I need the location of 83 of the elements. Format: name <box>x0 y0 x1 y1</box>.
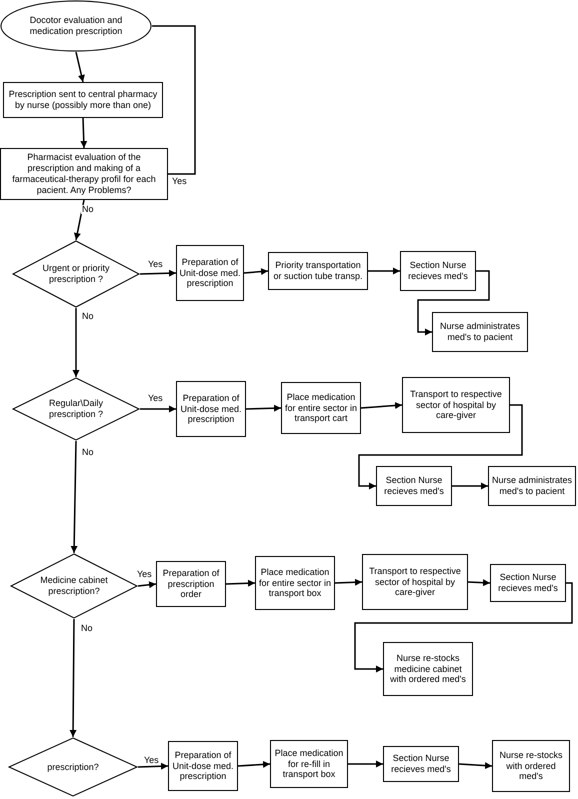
connector-arrow <box>75 52 85 82</box>
process-box <box>176 245 244 301</box>
connector-arrow <box>140 270 176 277</box>
process-box <box>488 466 576 506</box>
process-box <box>492 740 570 792</box>
process-box <box>0 148 168 200</box>
step-text: Priority transportation or suction tube transp. <box>272 260 364 282</box>
process-box <box>168 741 238 791</box>
process-box <box>432 312 528 352</box>
edge-label: No <box>81 205 95 214</box>
connector-arrow <box>452 482 488 490</box>
connector-arrow <box>138 581 156 588</box>
step-text: Section Nurse recieves med's <box>383 475 445 497</box>
step-text: Prescription sent to central pharmacy by nurse (possibly more than one) <box>8 89 158 111</box>
connector-arrow <box>417 270 490 336</box>
connector-arrow <box>72 308 80 377</box>
step-text: Place medication for entire sector in transport cart <box>284 392 358 424</box>
connector-arrow <box>458 762 492 770</box>
step-text: Nurse re-stocks with ordered med's <box>498 750 564 782</box>
edge-label: Yes <box>147 394 164 403</box>
step-text: Transport to respective sector of hospital by care-giver <box>368 566 462 598</box>
edge-label: No <box>80 624 94 633</box>
decision-diamond <box>10 553 138 619</box>
edge-label: Yes <box>171 177 188 186</box>
start-ellipse <box>0 0 152 52</box>
connector-arrow <box>348 760 383 768</box>
step-text: Medicine cabinet prescription? <box>39 575 109 597</box>
process-box <box>3 82 163 118</box>
process-box <box>400 251 476 291</box>
process-box <box>490 564 566 602</box>
step-text: Nurse administrates med's to pacient <box>491 475 573 497</box>
connector-arrow <box>74 200 85 240</box>
edge-label: Yes <box>147 260 164 269</box>
connector-arrow <box>246 404 282 412</box>
connector-arrow <box>226 580 256 587</box>
connector-arrow <box>70 440 78 554</box>
step-text: Preparation of Unit-dose med. prescription <box>179 392 243 426</box>
process-box <box>176 381 246 437</box>
step-text: Preparation of Unit-dose med. prescription <box>171 750 235 782</box>
step-text: Preparation of prescription order <box>162 568 220 600</box>
step-text: Transport to respective sector of hospital by care-giver <box>409 388 503 422</box>
process-box <box>268 252 368 290</box>
process-box <box>402 377 510 433</box>
step-text: Nurse administrates med's to pacient <box>438 321 522 343</box>
edge-label: No <box>81 448 95 457</box>
connector-arrow <box>468 579 490 586</box>
connector-arrow <box>354 582 573 672</box>
process-box <box>255 556 335 610</box>
connector-arrow <box>238 760 270 768</box>
process-box <box>376 466 452 506</box>
step-text: Preparation of Unit-dose med. prescription <box>179 256 241 290</box>
step-text: Urgent or priority prescription ? <box>41 263 110 285</box>
connector-arrow <box>334 578 362 586</box>
step-text: prescription? <box>47 762 99 772</box>
step-text: Nurse re-stocks medicine cabinet with ordered med's <box>389 652 467 686</box>
process-box <box>383 642 473 696</box>
connector-arrow <box>80 118 88 148</box>
step-text: Section Nurse recieves med's <box>407 260 469 282</box>
edge-label: Yes <box>136 570 153 579</box>
step-text: Place medication for re-fill in transport box <box>274 748 344 780</box>
process-box <box>362 554 468 610</box>
decision-diamond <box>8 737 138 797</box>
step-text: Place medication for entire sector in transport box <box>258 566 332 600</box>
edge-label: No <box>81 312 95 321</box>
step-text: Docotor evaluation and medication prescription <box>28 15 124 37</box>
connector-arrow <box>368 268 400 274</box>
process-box <box>383 746 459 782</box>
process-box <box>156 561 226 607</box>
process-box <box>270 740 348 788</box>
edge-label: Yes <box>143 756 160 765</box>
process-box <box>281 382 361 434</box>
connector-arrow <box>140 406 176 412</box>
step-text: Section Nurse recieves med's <box>497 572 559 594</box>
connector-arrow <box>138 762 168 770</box>
decision-diamond <box>12 240 140 308</box>
connector-arrow <box>360 402 402 409</box>
decision-diamond <box>12 377 140 441</box>
connector-arrow <box>244 268 268 276</box>
step-text: Pharmacist evaluation of the prescription and making of a farmaceutical-therapy profil for each pacient. Any Problems? <box>11 152 157 196</box>
step-text: Regular\Daily prescription ? <box>48 398 104 420</box>
step-text: Section Nurse recieves med's <box>390 753 452 775</box>
connector-arrow <box>70 619 77 737</box>
connector-arrow <box>358 404 523 490</box>
